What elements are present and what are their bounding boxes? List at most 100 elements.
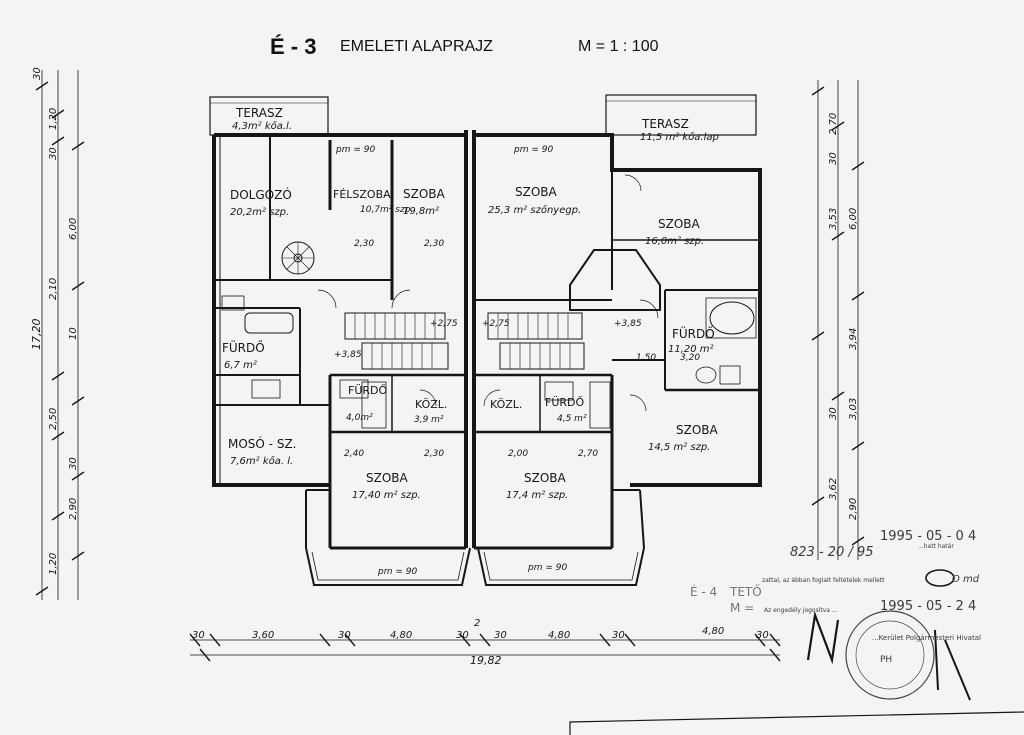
room-area: 19,8m² xyxy=(403,206,439,217)
room-area: 20,2m² szp. xyxy=(230,207,289,218)
room-area: 4,0m² xyxy=(346,413,373,423)
dim-left: 1,20 xyxy=(48,108,59,130)
approval-note: ...hatt határ xyxy=(918,543,954,550)
file-number: 823 - 20 / 95 xyxy=(790,545,874,560)
dim-right: 3,62 xyxy=(828,478,839,500)
room-name: SZOBA xyxy=(515,185,558,199)
dimension: 2,00 xyxy=(508,449,528,459)
level-mark: +2,75 xyxy=(430,319,458,329)
room-name: FÜRDŐ xyxy=(545,395,584,409)
room-area: 4,3m² kőa.l. xyxy=(232,120,292,132)
dim-left: 30 xyxy=(68,457,79,470)
neighbor-scale: M = xyxy=(730,601,754,615)
dim-right: 3,03 xyxy=(848,398,859,420)
dimension: 2,30 xyxy=(424,449,444,459)
terrace-right xyxy=(605,94,757,136)
room-area: 11,20 m² xyxy=(668,344,714,355)
dim-left: 30 xyxy=(32,67,43,80)
dim-bottom: 4,80 xyxy=(548,630,570,641)
dim-bottom: 30 xyxy=(612,630,625,641)
room-area: 10,7m² szp. xyxy=(360,205,413,215)
dim-bottom: 4,80 xyxy=(390,630,412,641)
approval-note: zattal, az ábban foglalt feltételek mell… xyxy=(762,577,885,584)
room-name: SZOBA xyxy=(658,217,701,231)
dim-right: 3,94 xyxy=(848,328,859,350)
room-name: FÜRDŐ xyxy=(672,325,715,341)
room-area: 6,7 m² xyxy=(224,360,257,371)
room-area: 16,0m² szp. xyxy=(645,236,704,247)
room-name: DOLGOZÓ xyxy=(230,187,292,202)
dim-bottom: 4,80 xyxy=(702,626,724,637)
dim-left: 6,00 xyxy=(68,218,79,240)
dimension: 2,30 xyxy=(424,239,444,249)
room-name: SZOBA xyxy=(676,423,719,437)
room-name: SZOBA xyxy=(524,471,567,485)
room-area: 14,5 m² szp. xyxy=(648,442,710,453)
signature-scribble xyxy=(806,610,840,665)
level-mark: +3,85 xyxy=(614,319,642,329)
dim-bottom: 30 xyxy=(494,630,507,641)
room-name: MOSÓ - SZ. xyxy=(228,436,296,451)
room-area: 11,5 m² kőa.lap xyxy=(640,131,719,143)
dim-bottom: 30 xyxy=(756,630,769,641)
room-name: KÖZL. xyxy=(415,398,447,411)
room-name: FÉLSZOBA xyxy=(333,188,391,201)
sill-height: pm = 90 xyxy=(527,563,567,573)
room-name: SZOBA xyxy=(403,187,446,201)
dim-left: 10 xyxy=(68,327,79,340)
neighbor-label: TETŐ xyxy=(729,584,762,599)
stamp-mark: PH xyxy=(880,655,892,665)
dim-right: 30 xyxy=(828,407,839,420)
room-name: SZOBA xyxy=(366,471,409,485)
drawing-code: É - 3 xyxy=(270,34,317,59)
dimension: 3,20 xyxy=(680,353,700,363)
dim-right: 2,90 xyxy=(848,498,859,520)
room-name: TERASZ xyxy=(641,117,689,131)
level-mark: +3,85 xyxy=(334,350,362,360)
room-area: 25,3 m² szőnyegp. xyxy=(488,204,581,216)
sill-height: pm = 90 xyxy=(377,567,417,577)
dim-mid-mark: 2 xyxy=(474,618,480,629)
dim-bottom: 30 xyxy=(456,630,469,641)
dim-left: 2,50 xyxy=(48,408,59,430)
room-area: 3,9 m² xyxy=(414,415,444,425)
room-area: 7,6m² kőa. l. xyxy=(230,455,293,467)
dim-right: 6,00 xyxy=(848,208,859,230)
dim-bottom: 3,60 xyxy=(252,630,274,641)
room-area: 17,4 m² szp. xyxy=(506,490,568,501)
level-mark: +2,75 xyxy=(482,319,510,329)
approval-date: 1995 - 05 - 0 4 xyxy=(880,529,976,544)
dimension: 2,30 xyxy=(354,239,374,249)
drawing-title: EMELETI ALAPRAJZ xyxy=(340,38,493,55)
dim-total: 19,82 xyxy=(470,654,502,667)
dim-right: 3,53 xyxy=(828,208,839,230)
dimension: 1,50 xyxy=(636,353,656,363)
wall-right-outer xyxy=(474,133,762,487)
neighbor-sheet: É - 4 xyxy=(690,584,717,599)
sill-height: pm = 90 xyxy=(335,145,375,155)
dimension: 2,40 xyxy=(344,449,364,459)
room-name: FÜRDŐ xyxy=(348,383,387,397)
dim-bottom: 30 xyxy=(338,630,351,641)
initials: O md xyxy=(952,574,980,585)
sill-height: pm = 90 xyxy=(513,145,553,155)
room-name: KÖZL. xyxy=(490,398,522,411)
room-area: 17,40 m² szp. xyxy=(352,490,421,501)
dim-left: 30 xyxy=(48,147,59,160)
dim-left: 1,20 xyxy=(48,553,59,575)
room-name: TERASZ xyxy=(235,106,283,120)
drawing-scale: M = 1 : 100 xyxy=(578,38,659,55)
approval-note: Az engedély jogosítva ... xyxy=(764,607,838,614)
dim-left: 2,90 xyxy=(68,498,79,520)
dim-left-total: 17,20 xyxy=(30,319,43,351)
room-name: FÜRDŐ xyxy=(222,339,265,355)
room-area: 4,5 m² xyxy=(557,414,587,424)
dimension: 2,70 xyxy=(578,449,598,459)
approval-date: 1995 - 05 - 2 4 xyxy=(880,599,976,614)
dim-bottom: 30 xyxy=(192,630,205,641)
stamp-text: ...Kerület Polgármesteri Hivatal xyxy=(872,634,981,642)
dim-left: 2,10 xyxy=(48,278,59,300)
wall-left-outer xyxy=(212,135,330,487)
